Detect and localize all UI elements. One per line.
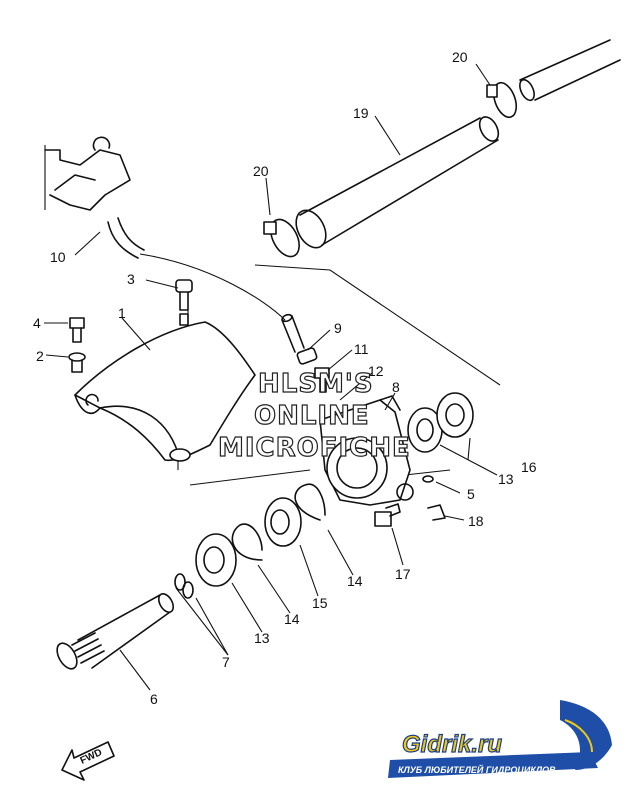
leader-lines	[44, 63, 498, 691]
logo-badge	[388, 752, 598, 778]
bearing-16	[436, 392, 474, 438]
bolt-17	[374, 503, 401, 527]
jetski-icon-accent	[564, 719, 593, 753]
circlip-14-lower	[231, 523, 263, 561]
callout-15: 15	[312, 595, 328, 611]
callout-8: 8	[392, 379, 400, 395]
bearing-housing-8	[319, 395, 414, 506]
drive-shaft-6	[56, 593, 175, 670]
callout-9: 9	[334, 320, 342, 336]
callout-12: 12	[368, 363, 384, 379]
bearing-15	[264, 497, 302, 547]
callout-20-lower: 20	[253, 163, 269, 179]
callout-3: 3	[127, 271, 135, 287]
callout-14-upper: 14	[347, 573, 363, 589]
callout-20-upper: 20	[452, 49, 468, 65]
callout-4: 4	[33, 315, 41, 331]
callout-11: 11	[354, 341, 369, 357]
hose-clamp-lower	[263, 218, 300, 258]
callout-16: 16	[521, 459, 537, 475]
washer-2	[68, 352, 86, 373]
watermark: HLSM'S ONLINE MICROFICHE	[217, 368, 411, 463]
callout-1: 1	[118, 305, 126, 321]
hull-fitting-fragment	[44, 136, 131, 211]
logo-title: Gidrik.ru	[402, 731, 502, 758]
rubber-hose-19	[295, 116, 500, 249]
callout-10: 10	[50, 249, 66, 265]
callout-2: 2	[36, 348, 44, 364]
callout-19: 19	[353, 105, 369, 121]
drive-shaft-end	[519, 39, 621, 102]
callout-13-right: 13	[498, 471, 514, 487]
fwd-arrow-marker: FWD	[61, 741, 115, 781]
bolt-4	[69, 317, 85, 343]
pipe-9	[281, 313, 318, 365]
clip-18	[427, 504, 446, 521]
nipple-3	[175, 279, 193, 326]
water-hose-10	[107, 217, 286, 321]
bearing-13-right	[407, 407, 443, 453]
callout-6: 6	[150, 691, 158, 707]
gidrik-logo: Gidrik.ru КЛУБ ЛЮБИТЕЛЕЙ ГИДРОЦИКЛОВ	[388, 700, 612, 778]
circlip-14-upper	[294, 483, 326, 521]
pin-5	[422, 475, 434, 483]
hose-clamp-upper	[486, 81, 518, 119]
callout-14-lower: 14	[284, 611, 300, 627]
logo-subtitle: КЛУБ ЛЮБИТЕЛЕЙ ГИДРОЦИКЛОВ	[398, 764, 556, 775]
o-rings-7	[174, 573, 194, 599]
callout-5: 5	[467, 486, 475, 502]
callout-17: 17	[395, 566, 411, 582]
watermark-line1: HLSM'S	[258, 369, 374, 399]
callout-13-lower: 13	[254, 630, 270, 646]
watermark-line3: MICROFICHE	[218, 433, 411, 463]
callout-18: 18	[468, 513, 484, 529]
callout-7: 7	[222, 654, 230, 670]
fitting-11	[314, 367, 330, 393]
watermark-line2: ONLINE	[254, 401, 370, 431]
bearing-13-lower	[195, 533, 237, 587]
housing-cover-1	[74, 321, 256, 462]
